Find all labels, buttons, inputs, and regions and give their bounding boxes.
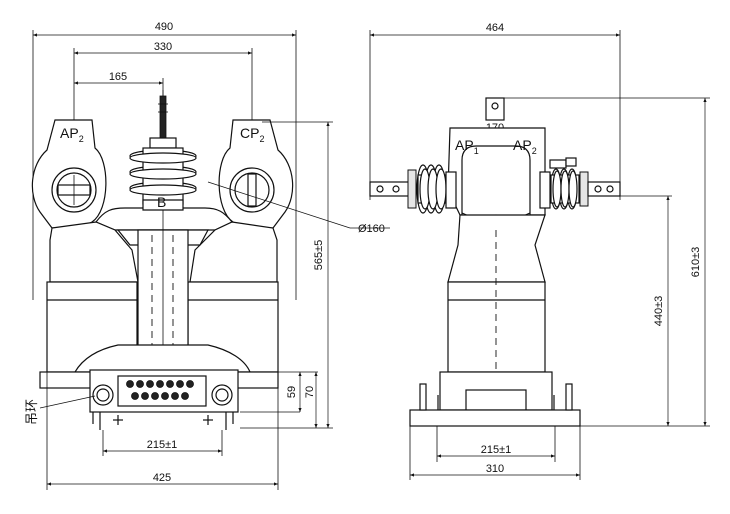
front-view: 490 330 165 — [24, 21, 390, 490]
central-column — [137, 90, 189, 370]
side-ap2-label: AP2 — [513, 137, 537, 156]
dimension-425: 425 — [46, 372, 279, 490]
dim-330-text: 330 — [154, 41, 172, 53]
dim-440-text: 440±3 — [653, 296, 665, 327]
front-b-label: B — [157, 194, 166, 210]
dim-310-text: 310 — [486, 463, 504, 475]
dim-610-text: 610±3 — [690, 247, 702, 278]
dim-215-front-text: 215±1 — [147, 439, 178, 451]
lifting-ring-leader: 吊环 — [24, 395, 96, 425]
head-housing: AP1 AP2 — [447, 127, 546, 231]
front-cp2-label: CP2 — [240, 125, 264, 144]
front-base — [39, 344, 279, 430]
terminal-block — [126, 380, 194, 400]
bushing: B — [129, 95, 197, 211]
side-body — [439, 214, 553, 411]
dimension-310: 310 — [409, 426, 581, 480]
dimension-59-70: 59 70 — [240, 371, 318, 428]
dim-70-text: 70 — [304, 386, 316, 398]
dimension-440: 440±3 — [620, 195, 672, 426]
dimension-165: 165 — [74, 71, 164, 98]
side-base — [409, 383, 581, 427]
dim-565-text: 565±5 — [313, 240, 325, 271]
right-terminal-lug — [218, 119, 294, 229]
left-horizontal-bushing — [369, 164, 457, 214]
dim-490-text: 490 — [155, 21, 173, 33]
dimension-490: 490 — [32, 21, 297, 300]
dim-464-text: 464 — [486, 22, 504, 34]
dia-160-text: Ø160 — [358, 223, 385, 235]
dimension-464: 464 — [369, 22, 621, 200]
dim-165-text: 165 — [109, 71, 127, 83]
dimension-565: 565±5 — [240, 121, 333, 429]
front-ap2-label: AP2 — [60, 125, 84, 144]
dimension-215-front: 215±1 — [102, 430, 223, 456]
dimension-215-side: 215±1 — [436, 426, 556, 462]
side-ap1-label: AP1 — [455, 137, 479, 156]
dim-215-side-text: 215±1 — [481, 444, 512, 456]
dimension-610: 610±3 — [504, 97, 710, 427]
dim-425-text: 425 — [153, 472, 171, 484]
side-view: 464 170 AP1 AP2 — [369, 22, 710, 480]
lifting-ring-label: 吊环 — [24, 399, 39, 425]
right-horizontal-bushing — [539, 157, 621, 210]
dim-59-text: 59 — [286, 386, 298, 398]
